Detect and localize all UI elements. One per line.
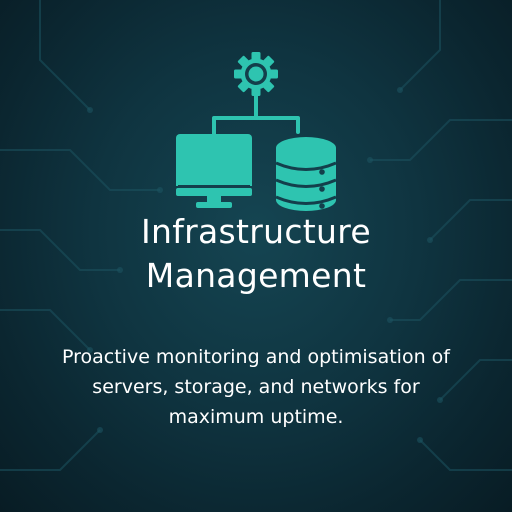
hierarchy-connector [212, 94, 300, 138]
title-line-1: Infrastructure [140, 212, 371, 251]
monitor-icon [176, 134, 252, 208]
page-title: Infrastructure Management [0, 210, 512, 298]
title-line-2: Management [145, 256, 367, 295]
gear-icon [234, 52, 278, 96]
database-icon [275, 137, 337, 211]
description-text: Proactive monitoring and optimisation of… [62, 346, 450, 428]
